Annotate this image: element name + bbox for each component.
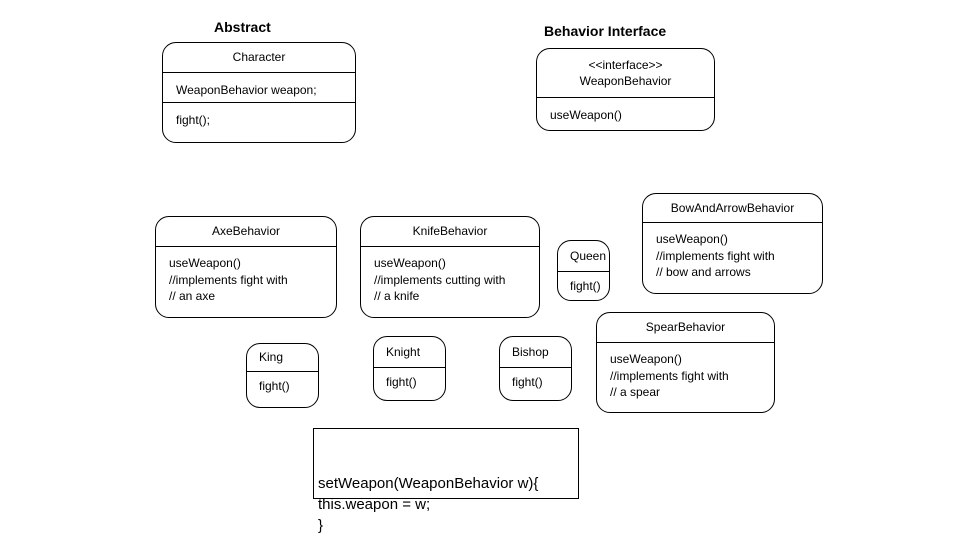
bow-and-arrow-behavior-class-box: BowAndArrowBehavior useWeapon() //implemen…	[642, 193, 823, 294]
methods-section: fight()	[500, 367, 571, 400]
class-name-line: Character	[232, 50, 286, 65]
axe-behavior-class-box: AxeBehavior useWeapon() //implements fight…	[155, 216, 337, 318]
member-line: //implements fight with	[610, 368, 729, 383]
methods-section: fight()	[558, 271, 609, 300]
class-name-line: BowAndArrowBehavior	[670, 200, 795, 215]
class-name-line: <<interface>>	[588, 57, 663, 72]
class-name: King	[247, 344, 318, 371]
member-line: // a knife	[374, 289, 420, 303]
member-line: // an axe	[169, 289, 216, 303]
code-line: this.weapon = w;	[318, 496, 431, 513]
methods-section: useWeapon() //implements cutting with // a…	[361, 246, 539, 317]
class-name: <<interface>> WeaponBehavior	[537, 49, 714, 97]
class-name: Queen	[558, 241, 609, 271]
code-line: setWeapon(WeaponBehavior w){	[318, 475, 539, 492]
member-line: fight()	[570, 279, 601, 293]
class-name: AxeBehavior	[156, 217, 336, 246]
abstract-title: Abstract	[214, 19, 271, 35]
class-name: KnifeBehavior	[361, 217, 539, 246]
class-name-line: KnifeBehavior	[412, 224, 488, 239]
class-name: Bishop	[500, 337, 571, 367]
knight-class-box: Knight fight()	[373, 336, 446, 401]
king-class-box: King fight()	[246, 343, 319, 408]
member-line: useWeapon()	[610, 352, 682, 366]
member-line: useWeapon()	[550, 108, 622, 122]
weapon-behavior-class-box: <<interface>> WeaponBehavior useWeapon()	[536, 48, 715, 131]
methods-section: fight()	[374, 367, 445, 400]
class-name-line: SpearBehavior	[645, 320, 726, 335]
class-name: SpearBehavior	[597, 313, 774, 342]
set-weapon-code-box: setWeapon(WeaponBehavior w){ this.weapon…	[313, 428, 579, 534]
class-name-line: AxeBehavior	[211, 224, 281, 239]
member-line: //implements fight with	[169, 272, 288, 287]
class-name: Character	[163, 43, 355, 72]
class-name: BowAndArrowBehavior	[643, 194, 822, 222]
methods-section: fight()	[247, 371, 318, 407]
class-name-line: Bishop	[512, 344, 549, 359]
member-line: fight();	[176, 113, 211, 127]
class-name-line: WeaponBehavior	[579, 74, 672, 88]
member-line: fight()	[259, 379, 290, 393]
class-name-line: Knight	[386, 344, 421, 359]
queen-class-box: Queen fight()	[557, 240, 610, 301]
code-line: }	[318, 517, 324, 534]
member-line: // a spear	[610, 385, 661, 399]
methods-section: useWeapon() //implements fight with // an …	[156, 246, 336, 317]
member-line: useWeapon()	[374, 256, 446, 270]
member-line: fight()	[512, 375, 543, 389]
methods-section: useWeapon() //implements fight with // bow…	[643, 222, 822, 293]
spear-behavior-class-box: SpearBehavior useWeapon() //implements fig…	[596, 312, 775, 413]
bishop-class-box: Bishop fight()	[499, 336, 572, 401]
class-name-line: Queen	[570, 248, 607, 263]
knife-behavior-class-box: KnifeBehavior useWeapon() //implements cut…	[360, 216, 540, 318]
class-name-line: King	[259, 350, 284, 365]
member-line: WeaponBehavior weapon;	[176, 83, 317, 97]
member-line: useWeapon()	[656, 232, 728, 246]
class-name: Knight	[374, 337, 445, 367]
member-line: //implements cutting with	[374, 272, 506, 287]
methods-section: fight();	[163, 102, 355, 142]
methods-section: useWeapon() //implements fight with // a s…	[597, 342, 774, 412]
attributes-section: WeaponBehavior weapon;	[163, 72, 355, 102]
methods-section: useWeapon()	[537, 97, 714, 130]
behavior-interface-title: Behavior Interface	[544, 23, 667, 39]
member-line: //implements fight with	[656, 248, 775, 263]
member-line: // bow and arrows	[656, 265, 751, 279]
member-line: useWeapon()	[169, 256, 241, 270]
member-line: fight()	[386, 375, 417, 389]
